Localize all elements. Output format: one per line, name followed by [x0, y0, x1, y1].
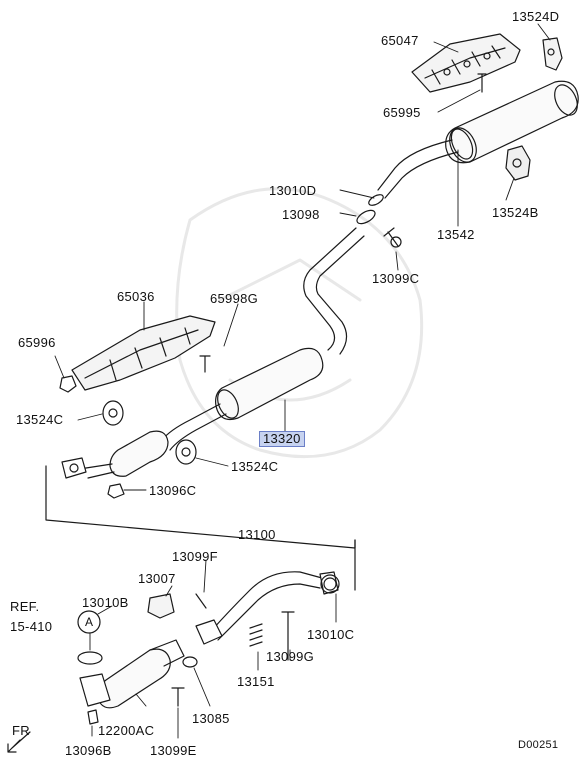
- manifold-catalytic-converter: [79, 639, 185, 709]
- front-catalytic-converter: [61, 430, 169, 479]
- rubber-hanger-icon: [505, 145, 531, 181]
- part-label-13007[interactable]: 13007: [138, 571, 176, 586]
- nut-icon: [107, 483, 125, 499]
- part-label-13099e[interactable]: 13099E: [150, 743, 197, 758]
- part-label-13100[interactable]: 13100: [238, 527, 276, 542]
- front-label: FR: [12, 723, 30, 738]
- front-pipe-lower: [195, 571, 339, 645]
- reference-page[interactable]: 15-410: [10, 619, 53, 634]
- bolt-icon: [383, 227, 399, 247]
- rubber-hanger-icon: [175, 439, 197, 465]
- bolt-icon: [281, 611, 295, 661]
- part-label-65998g[interactable]: 65998G: [210, 291, 259, 306]
- bolt-icon: [171, 687, 185, 707]
- center-muffler: [161, 347, 324, 451]
- part-label-13096b[interactable]: 13096B: [65, 743, 112, 758]
- part-label-13524d[interactable]: 13524D: [512, 9, 560, 24]
- ring-gasket-icon: [182, 656, 198, 668]
- bracket-icon: [147, 593, 175, 619]
- part-label-13099f[interactable]: 13099F: [172, 549, 218, 564]
- clamp-icon: [356, 209, 376, 225]
- part-label-13085[interactable]: 13085: [192, 711, 230, 726]
- part-label-13096c[interactable]: 13096C: [149, 483, 197, 498]
- assembly-bracket-line: [45, 465, 356, 549]
- part-label-13151[interactable]: 13151: [237, 674, 275, 689]
- center-pipe: [303, 227, 365, 355]
- rubber-hanger-icon: [102, 400, 124, 426]
- part-label-65047[interactable]: 65047: [381, 33, 419, 48]
- part-label-13099c[interactable]: 13099C: [372, 271, 420, 286]
- part-label-65996[interactable]: 65996: [18, 335, 56, 350]
- part-label-13524c-upper[interactable]: 13524C: [16, 412, 64, 427]
- spring-icon: [249, 623, 263, 647]
- part-label-65036[interactable]: 65036: [117, 289, 155, 304]
- bolt-icon: [477, 73, 487, 93]
- part-label-13010c[interactable]: 13010C: [307, 627, 355, 642]
- front-direction-arrow-icon: [7, 731, 31, 753]
- nut-icon: [59, 375, 77, 393]
- part-label-13010d[interactable]: 13010D: [269, 183, 317, 198]
- bolt-icon: [199, 355, 211, 373]
- reference-marker-letter: A: [85, 615, 94, 629]
- rear-muffler: [377, 80, 579, 199]
- part-label-13524b[interactable]: 13524B: [492, 205, 539, 220]
- part-label-13524c-lower[interactable]: 13524C: [231, 459, 279, 474]
- reference-label: REF.: [10, 599, 40, 614]
- part-label-13320[interactable]: 13320: [259, 431, 305, 447]
- heat-shield-front: [71, 315, 216, 391]
- part-label-13099g[interactable]: 13099G: [266, 649, 315, 664]
- part-label-12200ac[interactable]: 12200AC: [98, 723, 155, 738]
- bolt-icon: [195, 593, 207, 609]
- gasket-icon: [77, 651, 103, 665]
- heat-shield-rear: [411, 33, 521, 93]
- reference-marker-icon: [77, 610, 101, 634]
- part-label-65995[interactable]: 65995: [383, 105, 421, 120]
- part-label-13010b[interactable]: 13010B: [82, 595, 129, 610]
- diagram-code: D00251: [518, 739, 559, 751]
- leader-lines: [54, 23, 551, 739]
- gasket-icon: [320, 574, 340, 594]
- gasket-icon: [368, 194, 384, 206]
- part-label-13098[interactable]: 13098: [282, 207, 320, 222]
- part-label-13542[interactable]: 13542: [437, 227, 475, 242]
- hanger-bracket-icon: [542, 37, 563, 71]
- nut-icon: [87, 709, 99, 725]
